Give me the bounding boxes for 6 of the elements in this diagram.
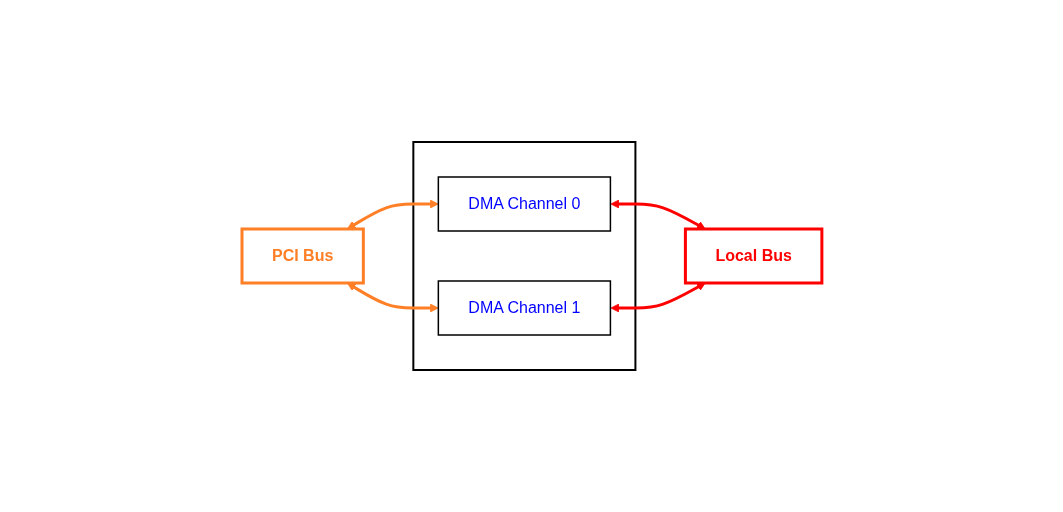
cluster bbox=[411, 141, 636, 371]
arrow bbox=[609, 199, 706, 230]
node-box: PCI Bus bbox=[240, 227, 365, 285]
node-box: DMA Channel 1 bbox=[437, 280, 611, 336]
node-box: DMA Channel 0 bbox=[437, 176, 611, 232]
node-box: Local Bus bbox=[683, 227, 823, 285]
